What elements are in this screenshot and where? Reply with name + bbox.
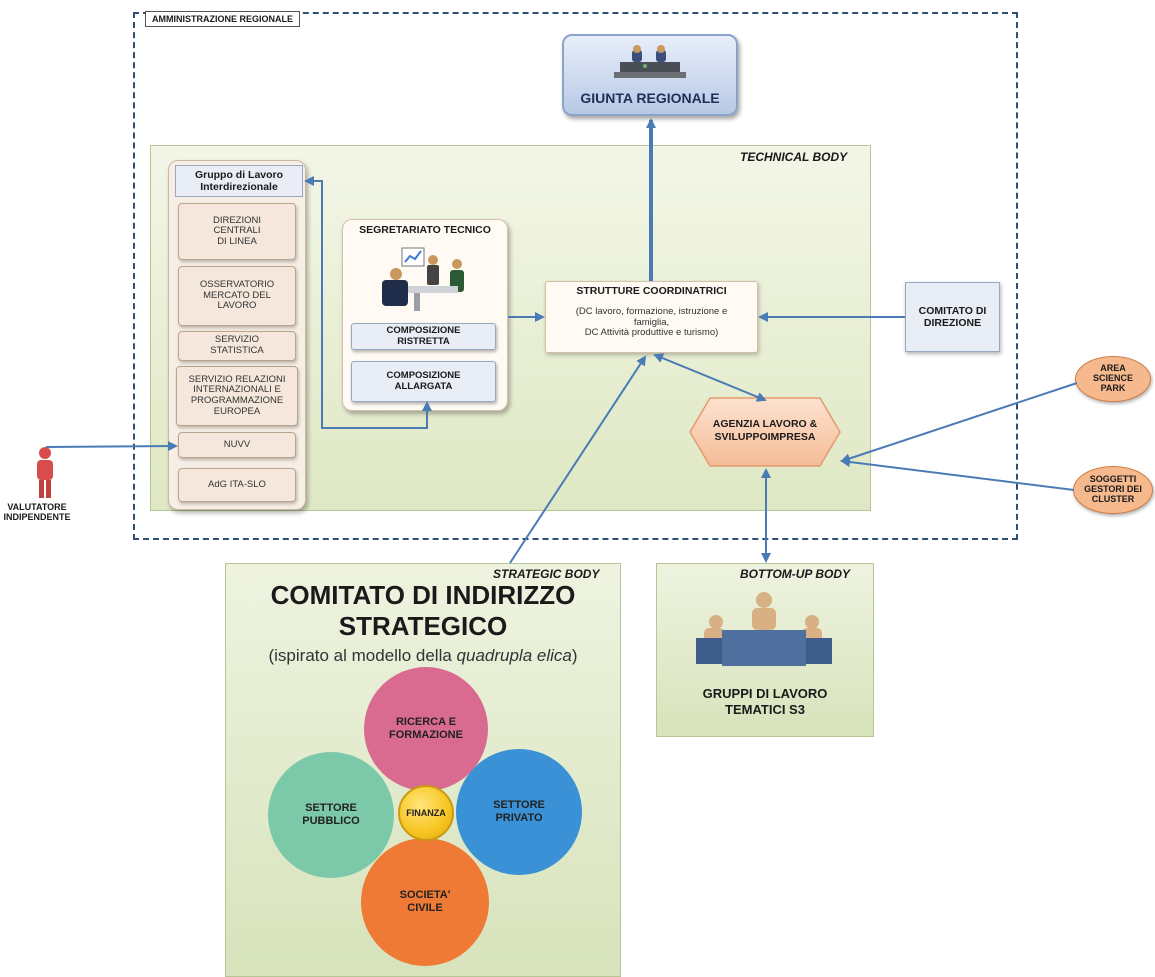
gruppo-item-adg[interactable]: AdG ITA-SLO <box>178 468 296 502</box>
helix-finanza-circle[interactable]: FINANZA <box>398 785 454 841</box>
helix-civile-circle[interactable]: SOCIETA' CIVILE <box>361 838 489 966</box>
strategic-body-label: STRATEGIC BODY <box>493 567 600 581</box>
gruppi-lavoro-title: GRUPPI DI LAVORO TEMATICI S3 <box>702 686 828 718</box>
gruppo-lavoro-title[interactable]: Gruppo di Lavoro Interdirezionale <box>175 165 303 197</box>
bottomup-body-label: BOTTOM-UP BODY <box>740 567 850 581</box>
gruppo-item-direzioni[interactable]: DIREZIONI CENTRALI DI LINEA <box>178 203 296 260</box>
strutture-title: STRUTTURE COORDINATRICI <box>576 285 727 297</box>
meeting-illustration-icon <box>382 247 464 311</box>
composizione-ristretta-button[interactable]: COMPOSIZIONE RISTRETTA <box>351 323 496 350</box>
agenzia-label: AGENZIA LAVORO & SVILUPPOIMPRESA <box>712 418 818 443</box>
technical-body-label: TECHNICAL BODY <box>740 150 848 164</box>
segretariato-title: SEGRETARIATO TECNICO <box>359 224 491 236</box>
helix-ricerca-circle[interactable]: RICERCA E FORMAZIONE <box>364 667 488 791</box>
agenzia-hexagon-shape[interactable] <box>688 396 842 468</box>
person-icon <box>37 447 53 498</box>
gruppo-item-statistica[interactable]: SERVIZIO STATISTICA <box>178 331 296 361</box>
strutture-coordinatrici-box[interactable]: STRUTTURE COORDINATRICI (DC lavoro, form… <box>545 281 758 353</box>
composizione-allargata-button[interactable]: COMPOSIZIONE ALLARGATA <box>351 361 496 402</box>
admin-region-label: AMMINISTRAZIONE REGIONALE <box>145 11 300 27</box>
meeting-people-icon <box>614 45 686 78</box>
giunta-title: GIUNTA REGIONALE <box>580 90 720 106</box>
valutatore-label: VALUTATORE INDIPENDENTE <box>3 502 71 522</box>
comitato-indirizzo-subtitle: (ispirato al modello della quadrupla eli… <box>268 646 578 665</box>
comitato-indirizzo-title: COMITATO DI INDIRIZZO STRATEGICO <box>270 580 576 642</box>
giunta-regionale-box[interactable]: GIUNTA REGIONALE <box>562 34 738 116</box>
helix-pubblico-circle[interactable]: SETTORE PUBBLICO <box>268 752 394 878</box>
area-science-park-oval[interactable]: AREA SCIENCE PARK <box>1075 356 1151 402</box>
gruppo-item-osservatorio[interactable]: OSSERVATORIO MERCATO DEL LAVORO <box>178 266 296 326</box>
gruppo-item-nuvv[interactable]: NUVV <box>178 432 296 458</box>
gruppo-item-relazioni[interactable]: SERVIZIO RELAZIONI INTERNAZIONALI E PROG… <box>176 366 298 426</box>
helix-privato-circle[interactable]: SETTORE PRIVATO <box>456 749 582 875</box>
comitato-direzione-box[interactable]: COMITATO DI DIREZIONE <box>905 282 1000 352</box>
soggetti-gestori-oval[interactable]: SOGGETTI GESTORI DEI CLUSTER <box>1073 466 1153 514</box>
round-table-icon <box>696 592 832 666</box>
strutture-description: (DC lavoro, formazione, istruzione e fam… <box>575 306 728 339</box>
